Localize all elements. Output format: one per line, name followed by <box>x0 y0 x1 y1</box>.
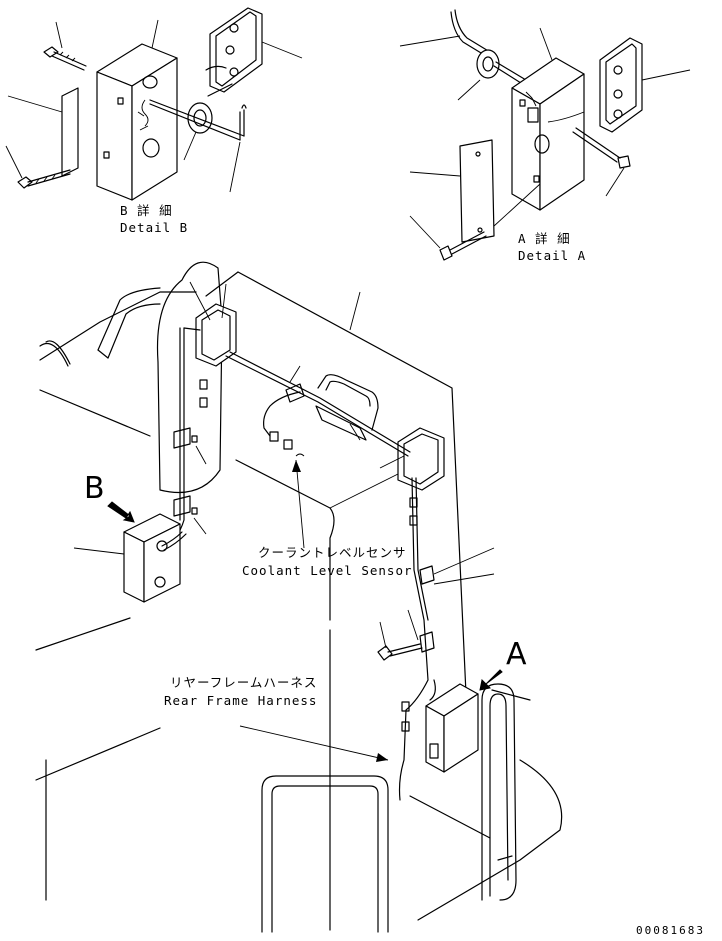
callout-b: B <box>84 471 105 506</box>
rear-harness-label-jp: リヤーフレームハーネス <box>170 675 318 690</box>
coolant-sensor-label-en: Coolant Level Sensor <box>242 563 413 578</box>
rear-harness-label-en: Rear Frame Harness <box>164 693 318 708</box>
detail-b-label-jp: B 詳 細 <box>120 203 173 218</box>
detail-a-label-jp: A 詳 細 <box>518 231 571 246</box>
detail-a-drawing <box>399 9 691 261</box>
detail-a-label-en: Detail A <box>518 248 587 263</box>
detail-b-drawing <box>5 7 303 201</box>
main-assembly-drawing <box>35 261 563 933</box>
coolant-sensor-label-jp: クーラントレベルセンサ <box>258 545 407 560</box>
drawing-code: 00081683 <box>636 924 705 937</box>
detail-b-label-en: Detail B <box>120 220 189 235</box>
callout-a: A <box>506 637 527 672</box>
